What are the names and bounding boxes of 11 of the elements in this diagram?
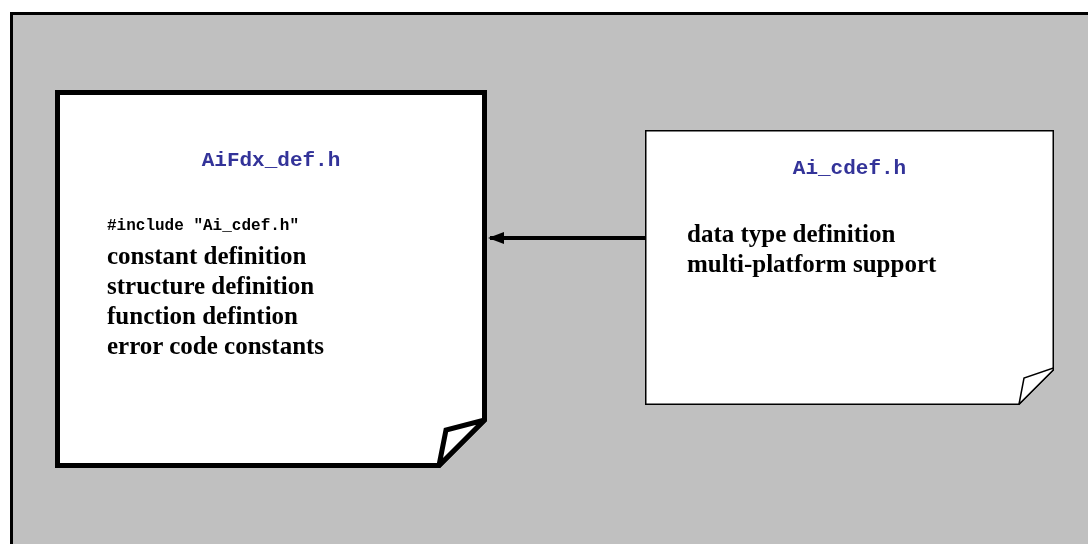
description-line: data type definition bbox=[687, 219, 896, 249]
description-line: structure definition bbox=[107, 271, 315, 301]
arrow bbox=[488, 232, 645, 244]
description-line: function defintion bbox=[107, 301, 298, 331]
panel-background bbox=[10, 12, 1088, 544]
description-line: error code constants bbox=[107, 331, 325, 361]
description-line: constant definition bbox=[107, 241, 307, 271]
file-name-title: AiFdx_def.h bbox=[201, 150, 341, 171]
include-directive: #include "Ai_cdef.h" bbox=[107, 216, 300, 237]
description-line: multi-platform support bbox=[687, 249, 937, 279]
file-name-title: Ai_cdef.h bbox=[792, 158, 907, 179]
